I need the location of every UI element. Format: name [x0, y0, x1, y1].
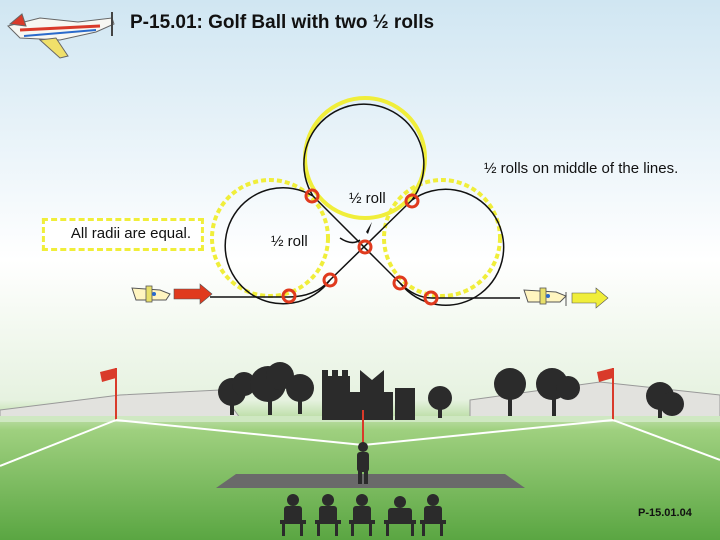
exit-line	[399, 282, 520, 299]
half-roll-label-left: ½ roll	[271, 233, 308, 250]
page-number: P-15.01.04	[638, 507, 692, 519]
judge-line-left	[115, 419, 364, 446]
left-hill	[0, 389, 241, 419]
judge-icon	[420, 494, 446, 536]
judge-line-right	[362, 419, 614, 446]
tree-group-left	[218, 362, 314, 415]
runway	[216, 474, 525, 488]
radii-note-box: All radii are equal.	[41, 218, 204, 251]
judge-icon	[315, 494, 341, 536]
flag-icon	[100, 368, 117, 420]
aerobatic-plane-icon	[7, 12, 115, 59]
top-loop-line	[303, 103, 425, 201]
roll-marker	[357, 239, 373, 255]
exit-arrow	[571, 287, 609, 309]
roll-marker	[392, 275, 408, 291]
tree-group-right	[494, 368, 684, 418]
half-roll-arrow-icon	[366, 222, 372, 234]
roll-marker	[304, 188, 320, 204]
right-loop	[382, 178, 502, 298]
pilot-icon	[357, 442, 369, 484]
roll-marker	[423, 290, 439, 306]
top-loop	[303, 96, 427, 220]
left-loop-line	[224, 187, 331, 305]
box-line-left	[0, 419, 117, 467]
half-roll-arrow-icon	[339, 237, 361, 244]
roll-marker	[322, 272, 338, 288]
rolls-position-label: ½ rolls on middle of the lines.	[484, 160, 679, 177]
flag-icon	[597, 368, 614, 420]
left-loop	[210, 178, 330, 298]
entry-arrow	[173, 283, 213, 305]
tree-group-middle	[428, 386, 452, 418]
judge-icon	[384, 496, 416, 536]
castle	[322, 370, 415, 420]
page-title: P-15.01: Golf Ball with two ½ rolls	[130, 12, 435, 33]
diagonal-line-down	[312, 195, 401, 284]
judge-icon	[280, 494, 306, 536]
box-line-right	[612, 419, 720, 461]
half-roll-label-top: ½ roll	[349, 190, 386, 207]
judge-icon	[349, 494, 375, 536]
roll-marker	[281, 288, 297, 304]
plane-icon	[131, 285, 171, 303]
roll-marker	[404, 193, 420, 209]
diagonal-line-up	[329, 199, 413, 281]
plane-icon	[523, 287, 567, 305]
